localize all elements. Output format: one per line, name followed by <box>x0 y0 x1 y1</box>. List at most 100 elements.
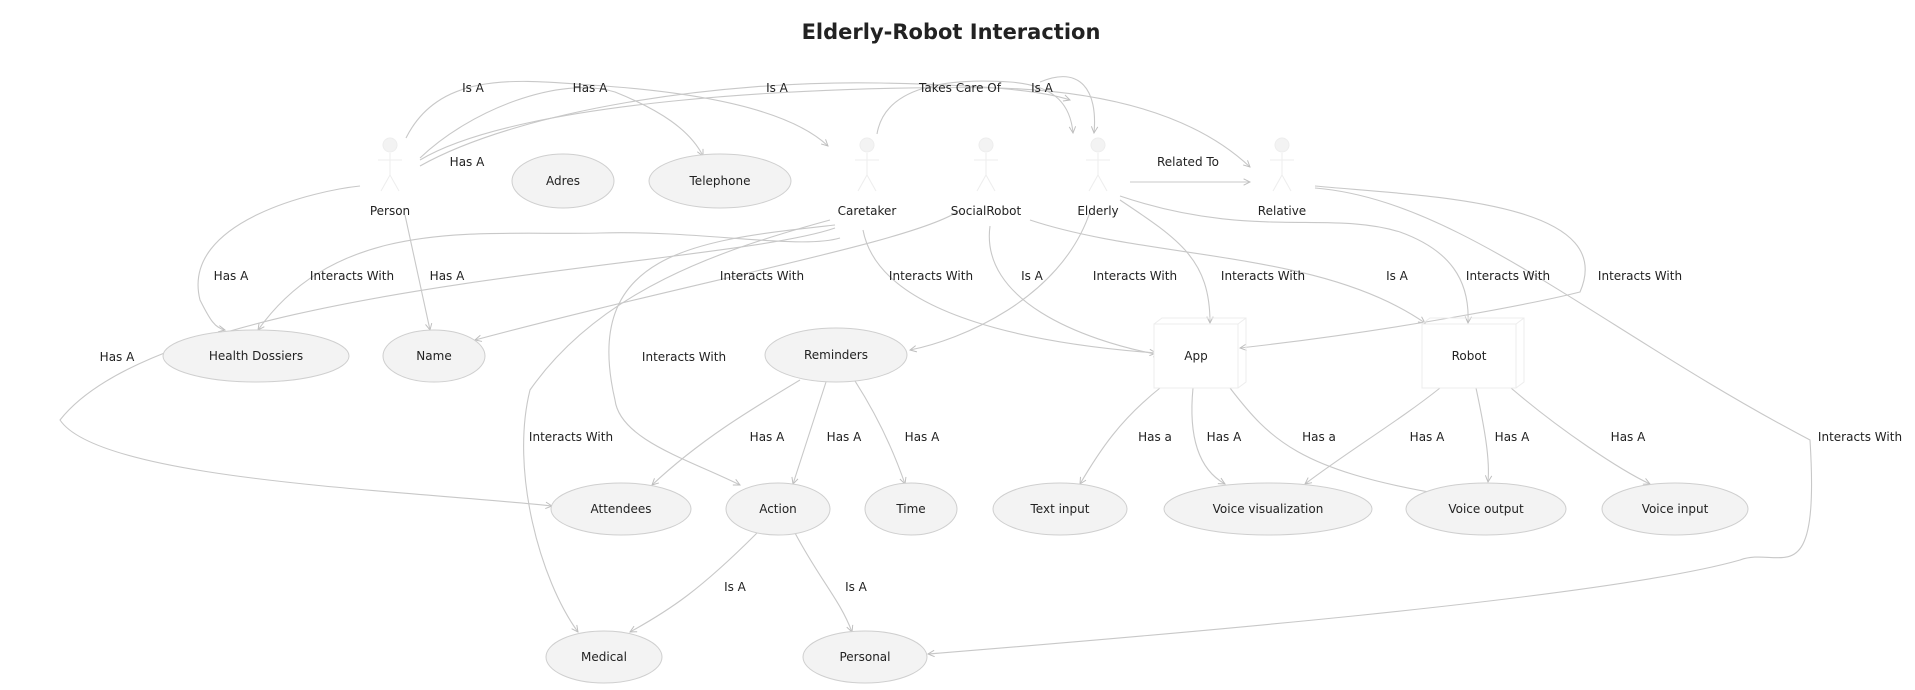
actor-body-icon <box>1270 153 1294 192</box>
usecase-label: Medical <box>581 650 627 664</box>
usecase-shape <box>864 482 958 536</box>
actor-socialrobot: SocialRobot <box>951 137 1021 218</box>
edge-line <box>862 229 1156 353</box>
actor-label: Relative <box>1258 204 1306 218</box>
usecase-label: Adres <box>546 174 580 188</box>
edge-label: Has A <box>1611 430 1646 444</box>
edge-line <box>630 532 758 632</box>
usecase-label: Personal <box>839 650 890 664</box>
component-app: App <box>1153 317 1247 389</box>
edges <box>59 76 1813 654</box>
usecase-voicevis: Voice visualization <box>1163 482 1373 536</box>
actor-label: Caretaker <box>838 204 897 218</box>
usecase-time: Time <box>864 482 958 536</box>
usecase-reminders: Reminders <box>764 327 908 383</box>
usecase-voiceout: Voice output <box>1405 482 1567 536</box>
edge-label: Has a <box>1302 430 1336 444</box>
edge-label: Has A <box>827 430 862 444</box>
usecase-shape <box>545 630 663 684</box>
edge-line <box>854 380 905 484</box>
edge-line <box>1475 387 1488 482</box>
edge-label: Is A <box>845 580 868 594</box>
usecase-label: Attendees <box>590 502 651 516</box>
edge-label: Interacts With <box>1818 430 1902 444</box>
edge-line <box>1229 387 1440 494</box>
usecase-shape <box>511 153 615 209</box>
component-box <box>1153 323 1239 389</box>
edge-label: Has A <box>214 269 249 283</box>
actor-body-icon <box>855 153 879 192</box>
edge-line <box>1510 387 1650 484</box>
edge-line <box>1305 387 1441 484</box>
actor-head-icon <box>1090 137 1106 153</box>
usecase-name: Name <box>382 329 486 383</box>
actor-label: Elderly <box>1077 204 1118 218</box>
edge-label: Has A <box>750 430 785 444</box>
edge-label: Is A <box>724 580 747 594</box>
usecase-shape <box>725 482 831 536</box>
edge-line <box>523 219 831 632</box>
usecase-shape <box>1163 482 1373 536</box>
edge-line <box>608 224 836 486</box>
usecase-shape <box>648 153 792 209</box>
edge-line <box>928 187 1813 654</box>
edge-line <box>988 225 1160 355</box>
edge-label: Is A <box>766 81 789 95</box>
usecase-label: Reminders <box>804 348 868 362</box>
edge-line <box>405 80 828 146</box>
actor-caretaker: Caretaker <box>838 137 897 218</box>
edge-line <box>475 209 961 340</box>
edge-line <box>794 532 852 632</box>
edge-line <box>1191 387 1225 484</box>
usecase-label: Name <box>416 349 451 363</box>
usecase-health: Health Dossiers <box>162 329 350 383</box>
edge-label: Has a <box>1138 430 1172 444</box>
edge-label: Has A <box>905 430 940 444</box>
edge-line <box>258 232 841 330</box>
actor-head-icon <box>1274 137 1290 153</box>
edge-line <box>404 214 430 330</box>
component-depth <box>1421 317 1525 389</box>
usecase-label: Voice input <box>1642 502 1709 516</box>
edge-line <box>652 379 801 485</box>
edge-label: Related To <box>1157 155 1219 169</box>
component-robot: Robot <box>1421 317 1525 389</box>
edge-line <box>59 227 836 506</box>
usecase-label: Action <box>759 502 797 516</box>
diagram-title: Elderly-Robot Interaction <box>802 20 1101 44</box>
actor-body-icon <box>378 153 402 192</box>
usecase-shape <box>764 327 908 383</box>
component-box <box>1421 323 1517 389</box>
edge-label: Has A <box>100 350 135 364</box>
edge-label: Interacts With <box>720 269 804 283</box>
edge-line <box>1029 219 1425 323</box>
usecase-action: Action <box>725 482 831 536</box>
usecase-label: Voice visualization <box>1213 502 1324 516</box>
edge-line <box>910 211 1091 350</box>
edge-line <box>876 80 1073 135</box>
actor-person: Person <box>370 137 410 218</box>
usecase-shape <box>162 329 350 383</box>
usecase-personal: Personal <box>802 630 928 684</box>
usecase-label: Text input <box>1030 502 1090 516</box>
edge-label: Has A <box>450 155 485 169</box>
edge-line <box>1080 387 1161 484</box>
edge-line <box>1240 185 1586 348</box>
edge-label: Interacts With <box>1093 269 1177 283</box>
usecase-voicein: Voice input <box>1601 482 1749 536</box>
usecase-label: Telephone <box>689 174 751 188</box>
edge-label: Is A <box>1031 81 1054 95</box>
edge-label: Has A <box>1207 430 1242 444</box>
edge-label: Interacts With <box>1221 269 1305 283</box>
edge-line <box>1119 195 1468 323</box>
edge-line <box>419 87 704 159</box>
edge-label: Interacts With <box>529 430 613 444</box>
actor-relative: Relative <box>1258 137 1306 218</box>
component-label: Robot <box>1452 349 1487 363</box>
usecase-shape <box>992 482 1128 536</box>
actor-body-icon <box>974 153 998 192</box>
edge-label: Has A <box>430 269 465 283</box>
